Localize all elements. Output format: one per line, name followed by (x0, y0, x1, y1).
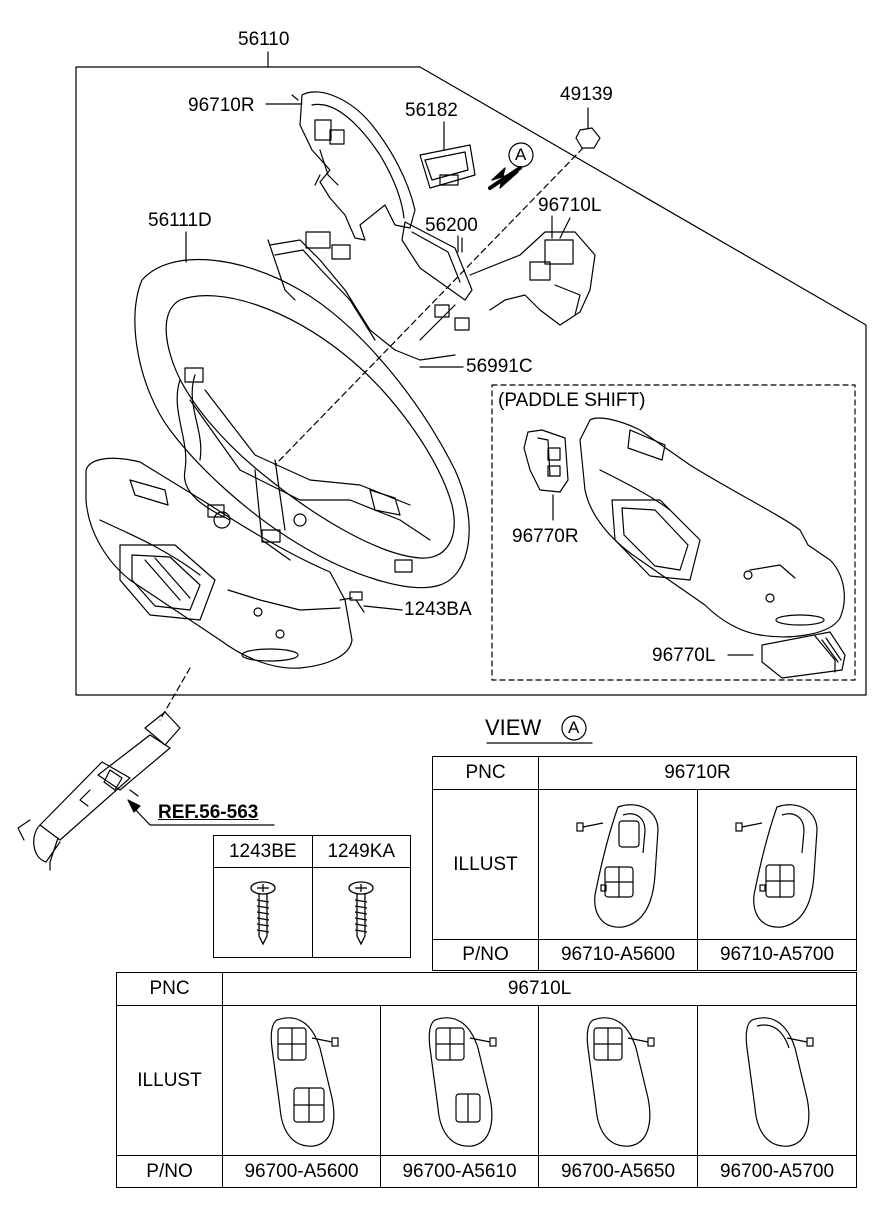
paddle-shift-title: (PADDLE SHIFT) (498, 390, 646, 411)
screw-header-1249KA: 1249KA (311, 835, 411, 868)
callout-56110: 56110 (238, 29, 290, 50)
callout-56991C: 56991C (466, 356, 533, 377)
illust-label: ILLUST (116, 1005, 223, 1156)
pnc-value: 96710R (538, 756, 857, 790)
part-number-96700-A5700: 96700-A5700 (696, 1155, 858, 1188)
view-a-circle-top (508, 142, 534, 168)
paddle-96770R-part (523, 429, 569, 521)
illust-96700-A5600 (222, 1005, 381, 1156)
switch-96710R-a5700-icon (735, 803, 818, 928)
part-number-96710-A5700: 96710-A5700 (697, 939, 857, 971)
illust-96700-A5610 (380, 1005, 539, 1156)
paddle-cover-part (579, 417, 845, 638)
callout-view-a-letter: A (515, 145, 527, 164)
paddle-96770L-part (761, 631, 846, 679)
paddle-shift-box (491, 384, 856, 681)
callout-96710L: 96710L (538, 195, 602, 216)
screw-1243BA-part (339, 591, 365, 613)
switch-96710R-a5600-icon (576, 803, 659, 928)
illust-96710-A5700 (697, 789, 857, 940)
switch-96710L-a5650-icon (586, 1017, 655, 1147)
module-56182-part (419, 144, 476, 189)
illust-96700-A5650 (538, 1005, 698, 1156)
switch-96710L-a5600-icon (270, 1017, 339, 1147)
screw-1243BE-icon (250, 880, 276, 945)
pnc-96710R-table: PNC 96710R ILLUST (432, 756, 857, 971)
screw-1249KA-icon (348, 880, 374, 945)
part-number-96700-A5650: 96700-A5650 (538, 1155, 698, 1188)
illust-96700-A5700 (696, 1005, 858, 1156)
pno-label: P/NO (432, 939, 539, 971)
illust-label: ILLUST (432, 789, 539, 940)
callout-56200: 56200 (425, 215, 478, 236)
assembly-outline (75, 66, 867, 696)
view-a-heading: VIEW (485, 715, 542, 740)
callout-96770R: 96770R (512, 526, 579, 547)
part-number-96700-A5610: 96700-A5610 (380, 1155, 539, 1188)
harness-56991C-part (267, 231, 470, 361)
view-a-circle-letter: A (568, 718, 580, 737)
part-number-96700-A5600: 96700-A5600 (222, 1155, 381, 1188)
callout-56111D: 56111D (148, 210, 212, 231)
callout-56182: 56182 (405, 100, 458, 121)
switch-96710L-a5610-icon (428, 1017, 497, 1147)
switch-96710R-part (291, 91, 416, 241)
screw-header-1243BE: 1243BE (213, 835, 313, 868)
switch-96710L-part (469, 217, 596, 326)
steering-column (17, 667, 275, 871)
switch-96710L-a5700-icon (745, 1017, 814, 1147)
leader-lines (185, 103, 754, 656)
view-a-circle (561, 715, 587, 741)
screw-table: 1243BE 1249KA (213, 835, 411, 958)
lower-cover (85, 457, 353, 669)
pnc-96710L-table: PNC 96710L ILLUST (116, 972, 858, 1188)
pnc-value: 96710L (221, 972, 858, 1006)
steering-wheel-rim (134, 258, 470, 589)
pno-label: P/NO (116, 1155, 223, 1188)
pnc-label: PNC (116, 972, 223, 1006)
bracket-56200-part (401, 221, 473, 301)
callout-96710R: 96710R (188, 95, 255, 116)
pnc-label: PNC (432, 756, 539, 790)
part-number-96710-A5600: 96710-A5600 (538, 939, 698, 971)
nut-49139-part (575, 127, 601, 149)
screw-illust-1249KA (311, 867, 411, 958)
illust-96710-A5600 (538, 789, 698, 940)
callout-1243BA: 1243BA (404, 599, 472, 620)
callout-49139: 49139 (560, 84, 613, 105)
ref-56-563: REF.56-563 (158, 802, 259, 823)
callout-96770L: 96770L (652, 645, 716, 666)
screw-illust-1243BE (213, 867, 313, 958)
